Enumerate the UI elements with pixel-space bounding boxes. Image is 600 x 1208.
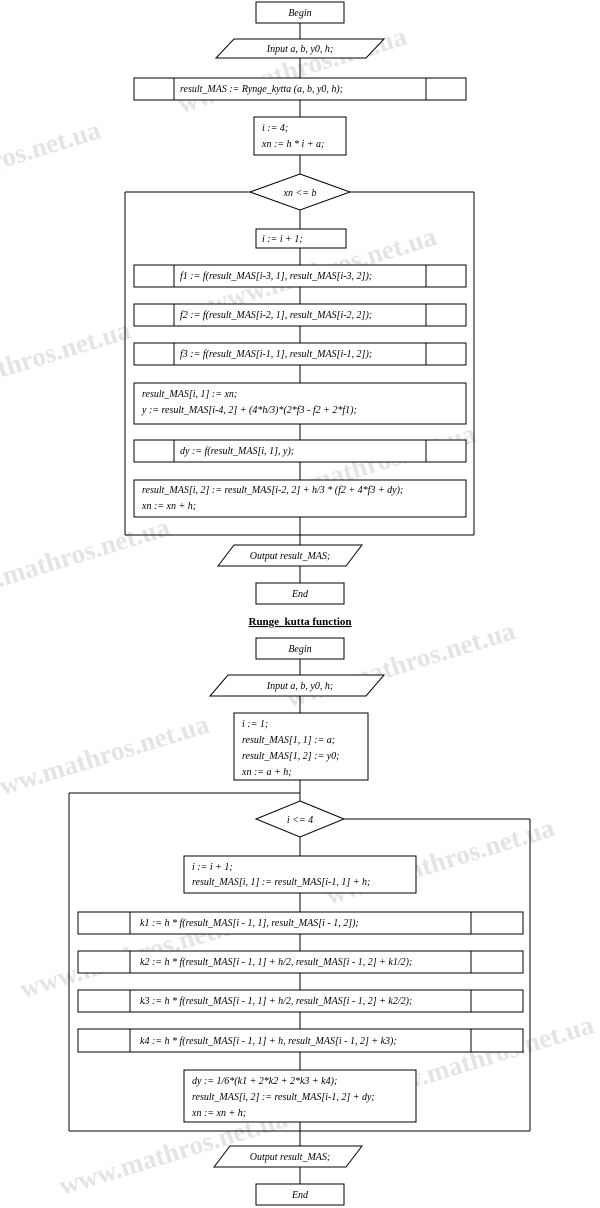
main-call-label: result_MAS := Rynge_kytta (a, b, y0, h);: [180, 84, 343, 95]
main-end-block: [255, 582, 345, 605]
main-increment-block: [255, 228, 347, 249]
main-f3-label: f3 := f(result_MAS[i-1, 1], result_MAS[i…: [180, 349, 372, 360]
rk-loop-condition: [254, 800, 346, 838]
main-init-block: [253, 116, 347, 156]
main-f2-label: f2 := f(result_MAS[i-2, 1], result_MAS[i…: [180, 310, 372, 321]
rk-final-block: [183, 1069, 417, 1123]
main-end-label: End: [291, 589, 309, 600]
rk-input-vars: a, b, y0, h;: [288, 681, 333, 692]
rk-increment-line: result_MAS[i, 1] := result_MAS[i-1, 1] +…: [192, 877, 370, 888]
rk-end-block: [255, 1183, 345, 1206]
rk-init-line: i := 1;: [242, 719, 268, 730]
watermark-text: www.mathros.net.ua: [0, 709, 213, 807]
main-update-line: result_MAS[i, 2] := result_MAS[i-2, 2] +…: [142, 485, 403, 496]
rk-output-block: [212, 1145, 364, 1168]
rk-increment-line: i := i + 1;: [192, 862, 233, 873]
rk-final-line: xn := xn + h;: [191, 1108, 246, 1119]
main-flowchart: Begin Input a, b, y0, h; result_MAS := R…: [124, 1, 475, 605]
main-begin-label: Begin: [288, 8, 311, 19]
rk-flowchart: Begin Input a, b, y0, h; i := 1; result_…: [68, 637, 531, 1206]
main-output-block: [216, 544, 364, 567]
rk-output-keyword: Output: [250, 1152, 278, 1163]
main-f2-block: [133, 303, 467, 327]
main-update-line: xn := xn + h;: [141, 501, 196, 512]
rk-init-line: xn := a + h;: [241, 767, 292, 778]
watermark-text: www.mathros.net.ua: [0, 314, 134, 412]
rk-increment-block: [183, 855, 417, 894]
rk-input-block: [208, 674, 386, 697]
rk-k4-block: [77, 1028, 524, 1053]
rk-input-label: Input a, b, y0, h;: [266, 681, 333, 692]
rk-input-keyword: Input: [266, 681, 288, 692]
rk-init-line: result_MAS[1, 1] := a;: [242, 735, 335, 746]
main-begin-block: [255, 1, 345, 24]
watermark-text: www.mathros.net.ua: [0, 114, 104, 212]
rk-k2-label: k2 := h * f(result_MAS[i - 1, 1] + h/2, …: [140, 957, 412, 968]
watermark-text: www.mathros.net.ua: [174, 21, 410, 119]
rk-final-line: dy := 1/6*(k1 + 2*k2 + 2*k3 + k4);: [192, 1076, 337, 1087]
main-increment-label: i := i + 1;: [262, 234, 303, 245]
main-update-block: [133, 479, 467, 518]
watermark-text: www.mathros.net.ua: [0, 511, 174, 609]
main-f3-block: [133, 342, 467, 366]
main-init-line: xn := h * i + a;: [261, 139, 324, 150]
rk-k2-block: [77, 950, 524, 974]
main-f1-label: f1 := f(result_MAS[i-3, 1], result_MAS[i…: [180, 271, 372, 282]
rk-output-label: Output result_MAS;: [250, 1152, 330, 1163]
main-calc-block: [133, 382, 467, 425]
rk-init-line: result_MAS[1, 2] := y0;: [242, 751, 339, 762]
main-dy-label: dy := f(result_MAS[i, 1], y);: [180, 446, 294, 457]
rk-section-title: Runge_kutta function: [249, 616, 352, 628]
rk-k3-label: k3 := h * f(result_MAS[i - 1, 1] + h/2, …: [140, 996, 412, 1007]
main-loop-condition: [248, 173, 352, 211]
main-output-keyword: Output: [250, 551, 278, 562]
rk-loop-condition-label: i <= 4: [287, 815, 313, 826]
rk-init-block: [233, 712, 369, 781]
main-input-vars: a, b, y0, h;: [288, 44, 333, 55]
rk-end-label: End: [291, 1190, 309, 1201]
main-call-block: [133, 77, 467, 101]
rk-k4-label: k4 := h * f(result_MAS[i - 1, 1] + h, re…: [140, 1036, 397, 1047]
rk-k3-block: [77, 989, 524, 1013]
rk-begin-block: [255, 637, 345, 660]
main-input-block: [214, 38, 386, 59]
main-init-line: i := 4;: [262, 123, 288, 134]
main-f1-block: [133, 264, 467, 288]
main-dy-block: [133, 439, 467, 463]
rk-final-line: result_MAS[i, 2] := result_MAS[i-1, 2] +…: [192, 1092, 375, 1103]
watermark-text: www.mathros.net.ua: [283, 615, 519, 713]
rk-k1-label: k1 := h * f(result_MAS[i - 1, 1], result…: [140, 918, 359, 929]
main-connectors: [124, 23, 475, 583]
rk-k1-block: [77, 911, 524, 935]
main-calc-line: y := result_MAS[i-4, 2] + (4*h/3)*(2*f3 …: [141, 405, 357, 416]
main-output-vars: result_MAS;: [278, 551, 331, 562]
rk-output-vars: result_MAS;: [278, 1152, 331, 1163]
main-input-label: Input a, b, y0, h;: [266, 44, 333, 55]
main-loop-condition-label: xn <= b: [283, 188, 317, 199]
main-output-label: Output result_MAS;: [250, 551, 330, 562]
main-input-keyword: Input: [266, 44, 288, 55]
rk-connectors: [68, 659, 531, 1184]
rk-begin-label: Begin: [288, 644, 311, 655]
main-calc-line: result_MAS[i, 1] := xn;: [142, 389, 237, 400]
